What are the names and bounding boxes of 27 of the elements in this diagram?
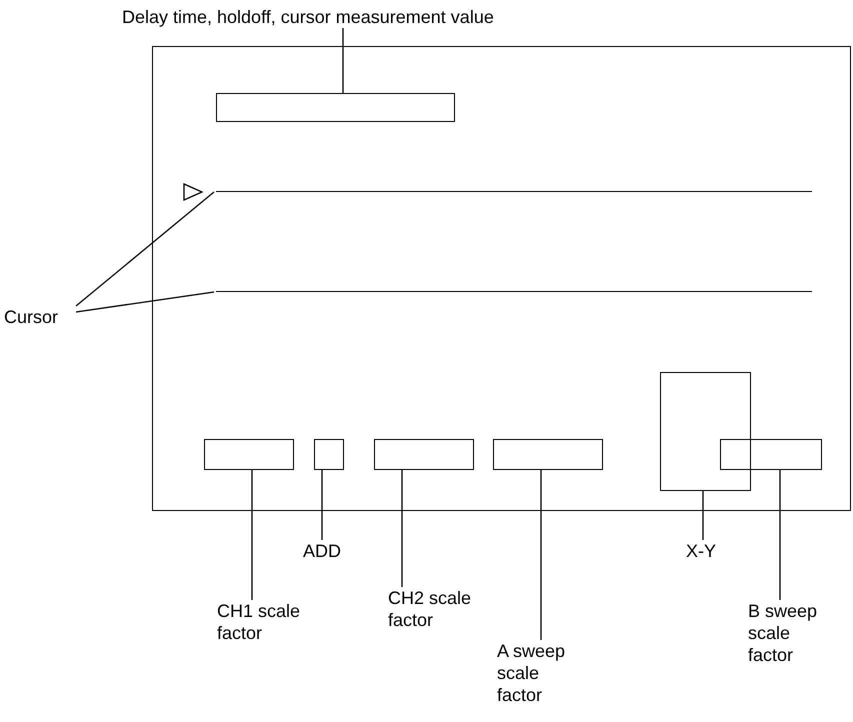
leader-line xyxy=(76,291,214,313)
readout-box xyxy=(720,439,822,470)
label-text: Cursor xyxy=(4,306,76,328)
label-text: Delay time, holdoff, cursor measurement value xyxy=(122,6,592,28)
leader-line xyxy=(321,470,323,540)
leader-line xyxy=(251,470,253,600)
readout-box xyxy=(660,372,751,491)
readout-box xyxy=(493,439,603,470)
readout-box xyxy=(204,439,294,470)
cursor-line xyxy=(216,191,812,193)
screen-outline xyxy=(152,46,851,511)
readout-box xyxy=(314,439,344,470)
label-text: ADD xyxy=(303,540,348,562)
label-text: CH1 scale factor xyxy=(217,600,312,644)
cursor-line xyxy=(216,291,812,293)
leader-line xyxy=(342,28,344,93)
leader-line xyxy=(702,491,704,540)
label-text: A sweep scale factor xyxy=(497,640,575,706)
leader-line xyxy=(540,470,542,640)
readout-box xyxy=(216,93,455,122)
leader-line xyxy=(401,470,403,587)
label-text: X-Y xyxy=(686,540,731,562)
label-text: CH2 scale factor xyxy=(388,587,483,631)
leader-line xyxy=(76,192,214,306)
label-text: B sweep scale factor xyxy=(748,600,826,666)
readout-box xyxy=(374,439,474,470)
leader-line xyxy=(779,470,781,600)
